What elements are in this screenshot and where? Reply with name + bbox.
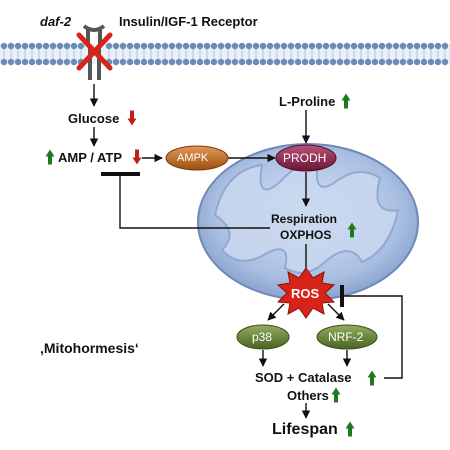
pathway-arrows (89, 84, 403, 419)
lifespan-label: Lifespan (272, 421, 338, 438)
receptor-label: Insulin/IGF-1 Receptor (119, 14, 258, 29)
prodh-label: PRODH (283, 151, 327, 165)
respiration-up-arrow-icon (347, 222, 357, 238)
receptor-inhibited-cross-icon (76, 32, 113, 71)
nrf2-label: NRF-2 (328, 330, 364, 344)
inhibition-bars (101, 172, 344, 307)
lifespan-up-arrow-icon (345, 421, 355, 437)
mitochondrion (197, 143, 419, 301)
ampk-node (165, 145, 229, 171)
gene-label: daf-2 (40, 14, 72, 29)
oxphos-label: OXPHOS (280, 228, 332, 242)
sod-catalase-up-arrow-icon (367, 370, 377, 386)
p38-label: p38 (252, 330, 273, 344)
nrf2-node (316, 324, 378, 350)
ros-label: ROS (291, 286, 320, 301)
cell-membrane (0, 42, 450, 66)
amp-up-arrow-icon (45, 149, 55, 165)
respiration-label: Respiration (271, 212, 338, 226)
prodh-node (275, 144, 337, 172)
ampk-label: AMPK (177, 152, 209, 164)
proline-up-arrow-icon (341, 93, 351, 109)
atp-down-arrow-icon (132, 149, 142, 165)
ros-burst (276, 267, 336, 319)
sod-catalase-label: SOD + Catalase (255, 370, 352, 385)
glucose-label: Glucose (68, 111, 120, 126)
proline-label: L-Proline (279, 94, 336, 109)
amp-atp-label: AMP / ATP (58, 150, 123, 165)
p38-node (236, 324, 290, 350)
glucose-down-arrow-icon (127, 110, 137, 126)
mitohormesis-label: ‚Mitohormesis‘ (40, 340, 139, 356)
others-up-arrow-icon (331, 387, 341, 403)
others-label: Others (287, 388, 329, 403)
